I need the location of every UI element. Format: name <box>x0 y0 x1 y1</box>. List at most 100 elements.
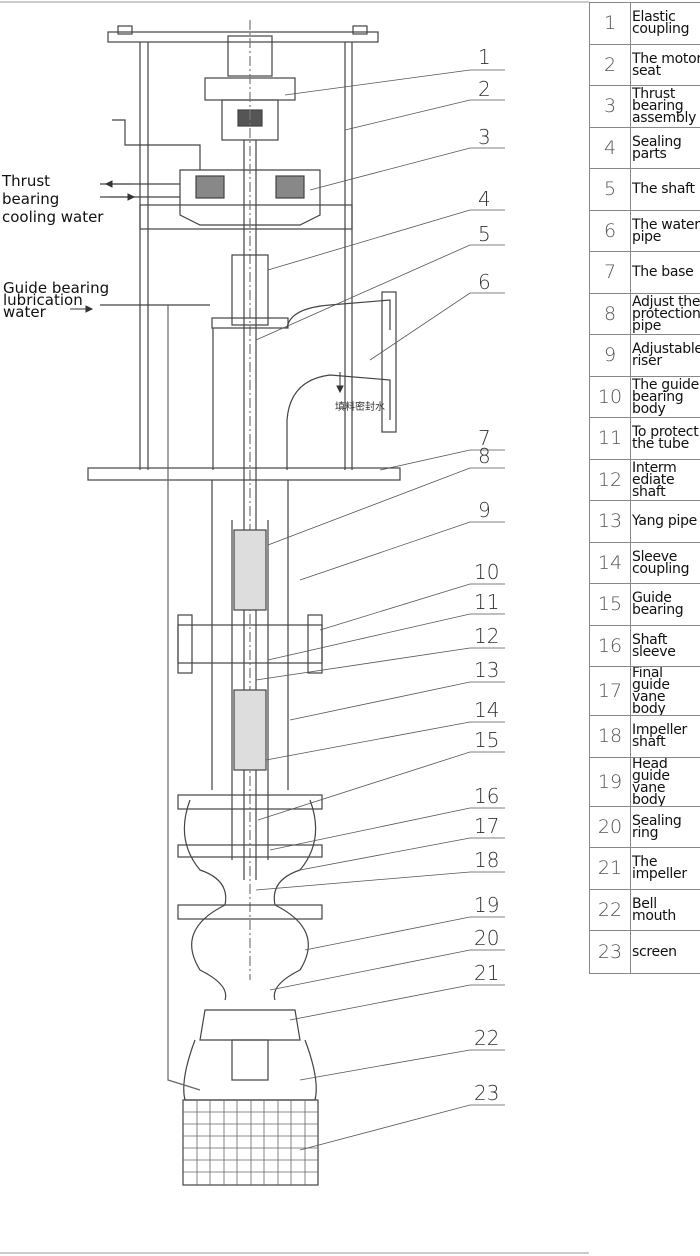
seal-water-arrow <box>336 372 344 394</box>
leader-16 <box>269 807 505 851</box>
leader-13 <box>289 681 505 721</box>
callout-6: 6 <box>478 270 491 294</box>
callout-7: 7 <box>478 426 491 450</box>
legend-num: 9 <box>589 334 631 377</box>
legend-num: 10 <box>589 375 631 418</box>
legend-name: The base <box>630 251 700 294</box>
leader-15 <box>257 751 505 821</box>
upper-pipe <box>112 119 201 170</box>
callout-17: 17 <box>474 814 499 838</box>
thrust-bearing-left <box>195 175 225 199</box>
leader-22 <box>299 1049 505 1081</box>
legend-num: 4 <box>589 126 631 169</box>
leader-17 <box>299 837 505 871</box>
bell-mouth <box>183 1039 317 1101</box>
leader-21 <box>289 984 505 1021</box>
sleeve-coupling-upper <box>233 529 267 611</box>
legend-num: 20 <box>589 805 631 848</box>
callout-12: 12 <box>474 624 499 648</box>
legend-num: 3 <box>589 85 631 128</box>
thrust-cooling-line-2: bearing <box>2 190 59 208</box>
cooling-out-arrow <box>104 180 130 188</box>
callout-20: 20 <box>474 926 499 950</box>
callout-10: 10 <box>474 560 499 584</box>
callout-1: 1 <box>478 45 491 69</box>
legend-num: 21 <box>589 847 631 890</box>
lube-in-arrow <box>70 305 94 313</box>
legend-num: 11 <box>589 417 631 460</box>
legend-num: 16 <box>589 624 631 667</box>
callout-9: 9 <box>478 498 491 522</box>
callout-16: 16 <box>474 784 499 808</box>
legend-num: 12 <box>589 458 631 501</box>
guide-lube-line-2: lubrication <box>3 291 83 309</box>
callout-8: 8 <box>478 444 491 468</box>
legend-name: Final guide vane body <box>630 666 700 716</box>
thrust-cooling-line-1: Thrust <box>1 172 50 190</box>
screen-body <box>182 1099 319 1186</box>
leader-18 <box>255 871 505 891</box>
legend-name: Thrust bearing assembly <box>630 85 700 128</box>
legend-num: 23 <box>589 930 631 974</box>
leader-5 <box>255 244 505 341</box>
callout-18: 18 <box>474 848 499 872</box>
callout-22: 22 <box>474 1026 499 1050</box>
guide-flange-right <box>307 614 323 674</box>
legend-name: The guide bearing body <box>630 375 700 418</box>
legend-num: 1 <box>589 2 631 45</box>
legend-num: 8 <box>589 292 631 335</box>
callout-21: 21 <box>474 961 499 985</box>
legend-num: 14 <box>589 541 631 584</box>
sleeve-coupling-lower <box>233 689 267 771</box>
impeller-hub <box>231 1039 269 1081</box>
legend-name: The water pipe <box>630 209 700 252</box>
chinese-note: 填料密封水 <box>335 400 385 413</box>
legend-num: 2 <box>589 43 631 86</box>
flow-arrows <box>70 180 344 394</box>
legend-name: The motor seat <box>630 43 700 86</box>
legend-num: 15 <box>589 583 631 626</box>
callout-11: 11 <box>474 590 499 614</box>
discharge-flange <box>381 291 397 433</box>
callout-14: 14 <box>474 698 499 722</box>
base-plate <box>87 467 401 481</box>
legend-name: screen <box>630 930 700 974</box>
legend-name: Head guide vane body <box>630 756 700 807</box>
thrust-cooling-label: Thrust bearing cooling water <box>1 172 104 226</box>
guide-flange-left <box>177 614 193 674</box>
leader-14 <box>265 721 505 761</box>
legend-name: Adjustable riser <box>630 334 700 377</box>
guide-lube-line-1: Guide bearing <box>3 279 109 297</box>
thrust-bearing-housing <box>179 169 321 226</box>
legend-name: Sealing ring <box>630 805 700 848</box>
cooling-in-arrow <box>110 193 136 201</box>
legend-num: 18 <box>589 715 631 758</box>
legend-name: Impeller shaft <box>630 715 700 758</box>
thrust-cooling-line-3: cooling water <box>2 208 104 226</box>
callout-19: 19 <box>474 893 499 917</box>
leader-6 <box>369 292 505 361</box>
thrust-bearing-flange <box>139 204 353 230</box>
callout-4: 4 <box>478 187 491 211</box>
leader-3 <box>309 147 505 191</box>
legend-name: Yang pipe <box>630 500 700 543</box>
guide-lube-line-3: water <box>3 303 47 321</box>
